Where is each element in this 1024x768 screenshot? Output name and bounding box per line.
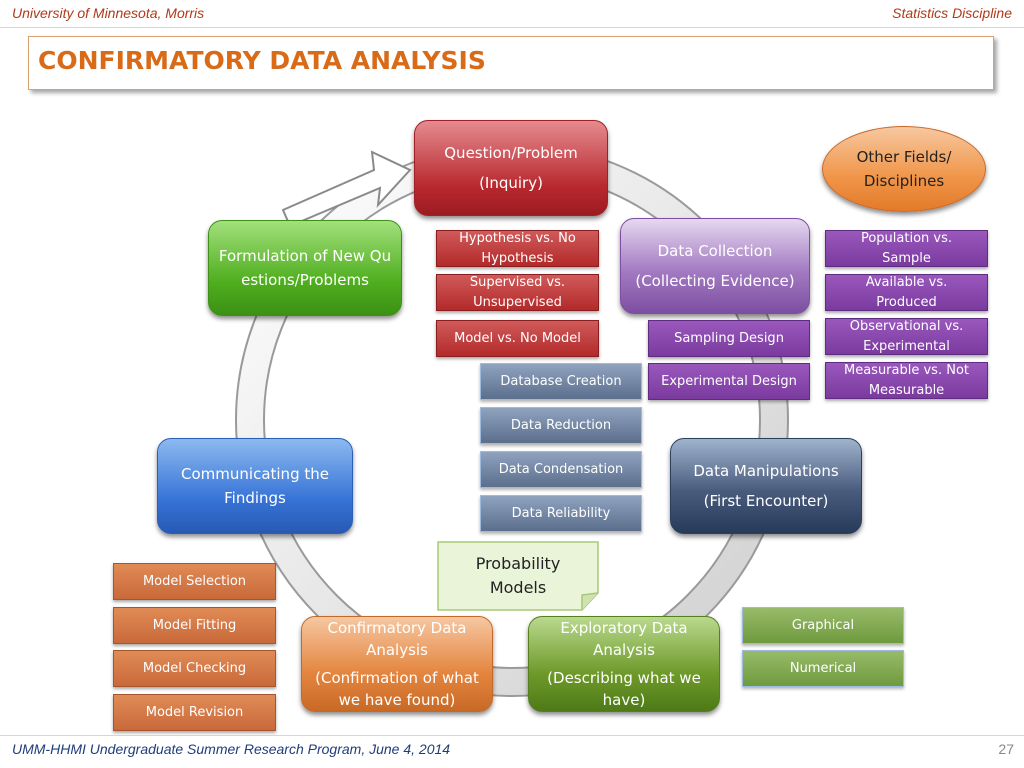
exploratory-title: Exploratory Data Analysis — [560, 619, 688, 659]
question-item: Supervised vs. Unsupervised — [436, 274, 599, 311]
probability-models-note: Probability Models — [437, 541, 599, 611]
question-item-label: Hypothesis vs. No Hypothesis — [459, 230, 576, 266]
probability-models-text-wrap: Probability Models — [437, 541, 599, 611]
header-institution: University of Minnesota, Morris — [12, 5, 205, 21]
manipulation-item: Data Reliability — [480, 495, 642, 532]
collection-item: Sampling Design — [648, 320, 810, 357]
formulation-node: Formulation of New Questions/Problems — [208, 220, 402, 316]
data-collection-node: Data Collection (Collecting Evidence) — [620, 218, 810, 314]
model-item: Model Revision — [113, 694, 276, 731]
model-item: Model Checking — [113, 650, 276, 687]
eda-item: Numerical — [742, 650, 904, 687]
collection-item-label: Experimental Design — [661, 373, 797, 389]
question-item: Model vs. No Model — [436, 320, 599, 357]
question-item-label: Model vs. No Model — [454, 330, 581, 346]
collection-item: Experimental Design — [648, 363, 810, 400]
page-number: 27 — [998, 741, 1014, 757]
question-problem-title: Question/Problem — [444, 144, 578, 162]
communicating-title: Communicating the Findings — [181, 465, 329, 507]
communicating-findings-node: Communicating the Findings — [157, 438, 353, 534]
model-item-label: Model Revision — [145, 704, 244, 720]
manipulation-item-label: Database Creation — [500, 373, 622, 389]
formulation-title: Formulation of New Questions/Problems — [218, 247, 392, 289]
title-bar — [28, 36, 994, 90]
manipulation-item-label: Data Condensation — [498, 461, 624, 477]
header-divider — [0, 27, 1024, 28]
collection-item-label: Sampling Design — [674, 330, 784, 346]
data-manipulations-node: Data Manipulations (First Encounter) — [670, 438, 862, 534]
question-item-label: Supervised vs. Unsupervised — [469, 274, 566, 310]
model-item-label: Model Checking — [142, 660, 247, 676]
model-item: Model Fitting — [113, 607, 276, 644]
population-item: Observational vs. Experimental — [825, 318, 988, 355]
footer-program: UMM-HHMI Undergraduate Summer Research P… — [12, 741, 451, 757]
model-item-label: Model Selection — [142, 573, 247, 589]
population-item-label: Observational vs. Experimental — [849, 318, 964, 354]
population-item: Population vs. Sample — [825, 230, 988, 267]
data-collection-subtitle: (Collecting Evidence) — [635, 272, 795, 290]
manipulation-item-label: Data Reliability — [511, 505, 611, 521]
eda-item: Graphical — [742, 607, 904, 644]
confirmatory-subtitle: (Confirmation of what we have found) — [315, 669, 479, 709]
confirmatory-data-analysis-node: Confirmatory Data Analysis (Confirmation… — [301, 616, 493, 712]
data-collection-title: Data Collection — [657, 242, 773, 260]
exploratory-subtitle: (Describing what we have) — [547, 669, 701, 709]
question-problem-subtitle: (Inquiry) — [479, 174, 543, 192]
confirmatory-title: Confirmatory Data Analysis — [327, 619, 467, 659]
population-item-label: Measurable vs. Not Measurable — [843, 362, 969, 398]
probability-models-label: Probability Models — [475, 554, 561, 597]
manipulation-item: Data Condensation — [480, 451, 642, 488]
manipulation-item: Data Reduction — [480, 407, 642, 444]
question-item: Hypothesis vs. No Hypothesis — [436, 230, 599, 267]
eda-item-label: Numerical — [789, 660, 857, 676]
population-item: Available vs. Produced — [825, 274, 988, 311]
note-shape — [437, 541, 599, 611]
eda-item-label: Graphical — [791, 617, 855, 633]
other-fields-label: Other Fields/Disciplines — [856, 148, 952, 190]
model-item-label: Model Fitting — [152, 617, 237, 633]
manipulation-item-label: Data Reduction — [510, 417, 612, 433]
population-item-label: Population vs. Sample — [860, 230, 953, 266]
model-item: Model Selection — [113, 563, 276, 600]
data-manipulations-title: Data Manipulations — [693, 462, 839, 480]
population-item-label: Available vs. Produced — [865, 274, 948, 310]
other-fields-ellipse: Other Fields/Disciplines — [822, 126, 986, 212]
header-discipline: Statistics Discipline — [892, 5, 1012, 21]
exploratory-data-analysis-node: Exploratory Data Analysis (Describing wh… — [528, 616, 720, 712]
question-problem-node: Question/Problem (Inquiry) — [414, 120, 608, 216]
footer-divider — [0, 735, 1024, 736]
manipulation-item: Database Creation — [480, 363, 642, 400]
data-manipulations-subtitle: (First Encounter) — [703, 492, 829, 510]
population-item: Measurable vs. Not Measurable — [825, 362, 988, 399]
page-title: CONFIRMATORY DATA ANALYSIS — [38, 46, 486, 75]
cycle-arrowhead — [281, 150, 412, 228]
